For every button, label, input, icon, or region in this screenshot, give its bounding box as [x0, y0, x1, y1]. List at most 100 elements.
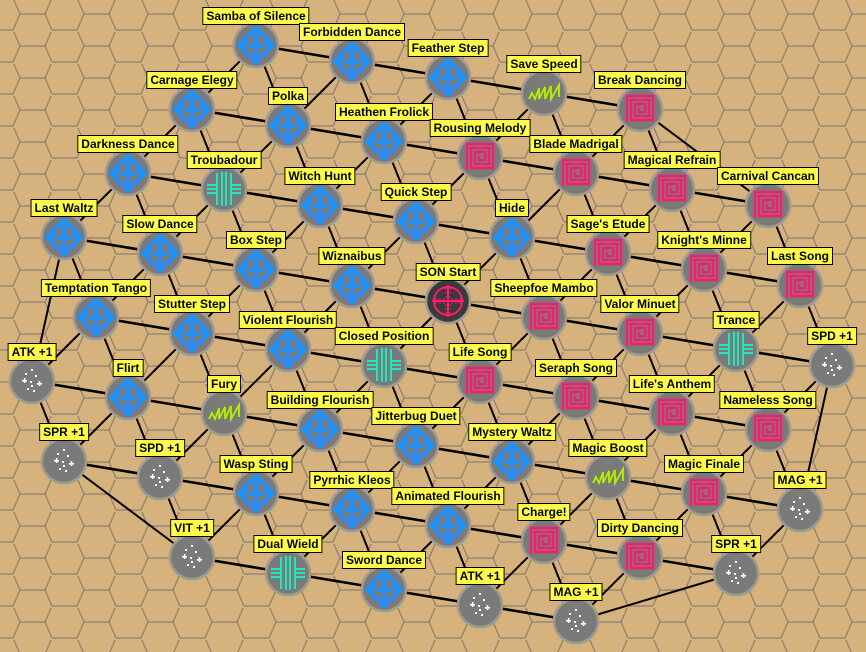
node-blade-madrigal[interactable] [552, 149, 600, 197]
node-seraph-song[interactable] [552, 373, 600, 421]
node-dirty-dancing[interactable] [616, 533, 664, 581]
node-label: MAG +1 [549, 583, 603, 601]
node-dual-wield[interactable] [264, 549, 312, 597]
node-atk-plus-1-bottom[interactable] [456, 581, 504, 629]
node-label: Heathen Frolick [334, 103, 434, 121]
node-break-dancing[interactable] [616, 85, 664, 133]
node-spd-plus-1-left[interactable] [136, 453, 184, 501]
node-magical-refrain[interactable] [648, 165, 696, 213]
crossed-bars-icon [719, 332, 753, 366]
node-label: Samba of Silence [202, 7, 310, 25]
node-stutter-step[interactable] [168, 309, 216, 357]
node-heathen-frolick[interactable] [360, 117, 408, 165]
node-label: Last Waltz [30, 199, 98, 217]
node-wasp-sting[interactable] [232, 469, 280, 517]
node-last-waltz[interactable] [40, 213, 88, 261]
spiral-icon [657, 398, 687, 426]
diamond-cross-icon [172, 89, 212, 129]
node-last-song[interactable] [776, 261, 824, 309]
diamond-cross-icon [76, 297, 116, 337]
node-samba-of-silence[interactable] [232, 21, 280, 69]
node-rousing-melody[interactable] [456, 133, 504, 181]
node-sword-dance[interactable] [360, 565, 408, 613]
node-hide[interactable] [488, 213, 536, 261]
node-temptation-tango[interactable] [72, 293, 120, 341]
node-carnage-elegy[interactable] [168, 85, 216, 133]
node-magic-finale[interactable] [680, 469, 728, 517]
diamond-cross-icon [332, 41, 372, 81]
spiral-icon [689, 254, 719, 282]
node-label: Dual Wield [253, 535, 323, 553]
diamond-cross-icon [236, 25, 276, 65]
diamond-cross-icon [428, 57, 468, 97]
node-label: Charge! [517, 503, 571, 521]
node-mag-plus-1-right[interactable] [776, 485, 824, 533]
diamond-cross-icon [108, 377, 148, 417]
spiral-icon [529, 526, 559, 554]
stat-sparkle-icon [822, 353, 842, 376]
node-troubadour[interactable] [200, 165, 248, 213]
node-life-song[interactable] [456, 357, 504, 405]
diamond-cross-icon [492, 441, 532, 481]
node-closed-position[interactable] [360, 341, 408, 389]
node-feather-step[interactable] [424, 53, 472, 101]
node-magic-boost[interactable] [584, 453, 632, 501]
spiral-icon [593, 238, 623, 266]
node-witch-hunt[interactable] [296, 181, 344, 229]
node-carnival-cancan[interactable] [744, 181, 792, 229]
node-mag-plus-1-bottom[interactable] [552, 597, 600, 645]
node-trance[interactable] [712, 325, 760, 373]
node-forbidden-dance[interactable] [328, 37, 376, 85]
node-lifes-anthem[interactable] [648, 389, 696, 437]
node-box-step[interactable] [232, 245, 280, 293]
node-label: Polka [267, 87, 309, 105]
stat-sparkle-icon [182, 545, 202, 568]
node-darkness-dance[interactable] [104, 149, 152, 197]
spiral-icon [753, 414, 783, 442]
node-label: Violent Flourish [238, 311, 338, 329]
node-sages-etude[interactable] [584, 229, 632, 277]
node-charge[interactable] [520, 517, 568, 565]
node-pyrrhic-kleos[interactable] [328, 485, 376, 533]
diamond-cross-icon [236, 249, 276, 289]
node-spr-plus-1-right[interactable] [712, 549, 760, 597]
node-son-start[interactable] [424, 277, 472, 325]
node-sheepfoe-mambo[interactable] [520, 293, 568, 341]
node-label: Rousing Melody [429, 119, 531, 137]
stat-sparkle-icon [790, 497, 810, 520]
node-label: Life's Anthem [628, 375, 716, 393]
node-polka[interactable] [264, 101, 312, 149]
node-atk-plus-1-left[interactable] [8, 357, 56, 405]
spiral-icon [785, 270, 815, 298]
node-mystery-waltz[interactable] [488, 437, 536, 485]
node-flirt[interactable] [104, 373, 152, 421]
node-spr-plus-1-left[interactable] [40, 437, 88, 485]
node-knights-minne[interactable] [680, 245, 728, 293]
node-violent-flourish[interactable] [264, 325, 312, 373]
node-label: Stutter Step [153, 295, 231, 313]
node-building-flourish[interactable] [296, 405, 344, 453]
node-label: Sage's Etude [566, 215, 650, 233]
node-save-speed[interactable] [520, 69, 568, 117]
node-nameless-song[interactable] [744, 405, 792, 453]
node-vit-plus-1[interactable] [168, 533, 216, 581]
diamond-cross-icon [396, 201, 436, 241]
node-jitterbug-duet[interactable] [392, 421, 440, 469]
node-label: Knight's Minne [657, 231, 751, 249]
node-slow-dance[interactable] [136, 229, 184, 277]
spiral-icon [753, 190, 783, 218]
node-quick-step[interactable] [392, 197, 440, 245]
node-label: Hide [494, 199, 530, 217]
node-animated-flourish[interactable] [424, 501, 472, 549]
spiral-icon [529, 302, 559, 330]
node-wiznaibus[interactable] [328, 261, 376, 309]
node-fury[interactable] [200, 389, 248, 437]
node-valor-minuet[interactable] [616, 309, 664, 357]
diamond-cross-icon [364, 569, 404, 609]
node-spd-plus-1-right[interactable] [808, 341, 856, 389]
node-label: Building Flourish [266, 391, 374, 409]
spiral-icon [689, 478, 719, 506]
node-label: Sword Dance [341, 551, 427, 569]
node-label: Jitterbug Duet [371, 407, 461, 425]
diamond-cross-icon [236, 473, 276, 513]
